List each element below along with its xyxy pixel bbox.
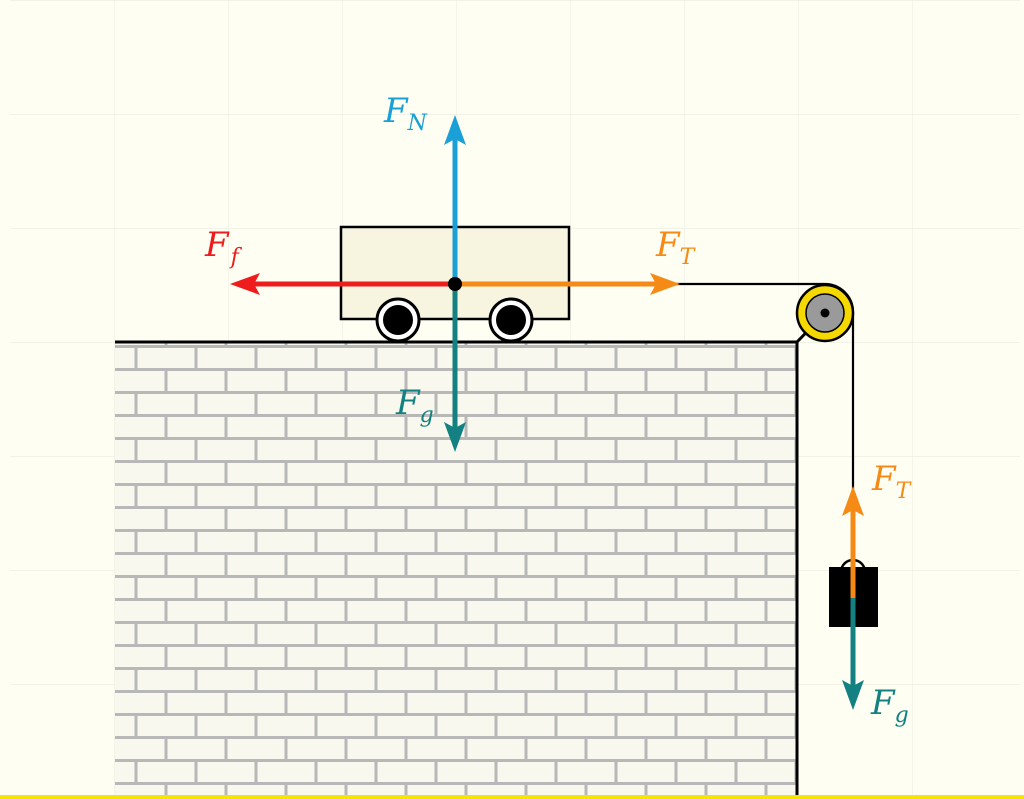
label-tension-force-cart: FT <box>655 225 697 270</box>
cart-wheel-left <box>375 297 421 343</box>
label-gravity-force-block: Fg <box>870 683 909 728</box>
pulley-axle <box>820 308 830 318</box>
pulley <box>795 283 855 344</box>
bottom-border <box>0 795 1024 799</box>
gravity-arrow-block <box>842 598 864 710</box>
cart-wheel-right <box>488 297 534 343</box>
tension-arrow-cart <box>455 273 680 295</box>
label-normal-force: FN <box>383 91 428 136</box>
label-gravity-force-cart: Fg <box>395 383 434 428</box>
friction-arrow <box>230 273 455 295</box>
cart-center-point <box>448 277 462 291</box>
gravity-arrow-cart <box>444 284 466 452</box>
normal-force-arrow <box>444 115 466 284</box>
label-tension-force-block: FT <box>871 459 913 504</box>
tension-arrow-block <box>842 486 864 598</box>
